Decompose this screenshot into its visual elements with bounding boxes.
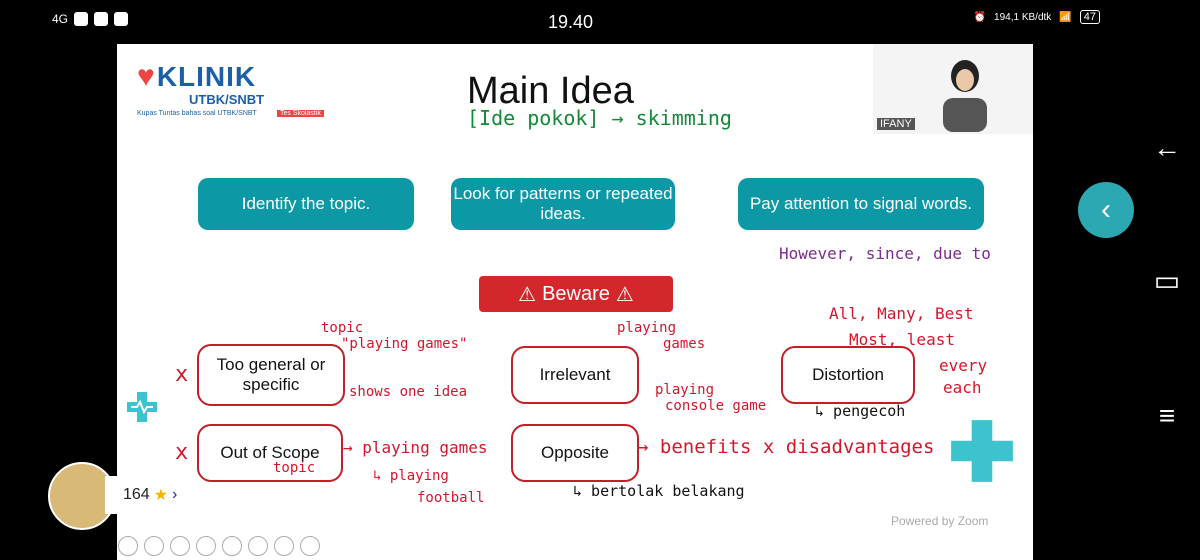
tip-text: Pay attention to signal words. xyxy=(749,194,973,213)
android-nav-bar: ← ▭ ≡ xyxy=(1134,44,1200,560)
note-topic: topic xyxy=(321,320,364,336)
slide-title: Main Idea xyxy=(467,70,634,112)
bottom-toolbar xyxy=(118,536,320,556)
tip-text: Look for patterns or repeated ideas. xyxy=(453,184,673,223)
reaction-counter[interactable]: 164 ★ › xyxy=(105,476,211,514)
powered-by-zoom: Powered by Zoom xyxy=(891,514,989,528)
note-shows-one-idea: shows one idea xyxy=(349,384,468,400)
note-playing-2: playing xyxy=(655,382,715,398)
tip-identify-topic: Identify the topic. xyxy=(198,178,414,230)
box-opposite: Opposite xyxy=(511,424,639,482)
toolbar-icon[interactable] xyxy=(118,536,138,556)
box-distortion: Distortion xyxy=(781,346,915,404)
medical-cross-icon xyxy=(127,392,157,422)
beware-label: Beware xyxy=(542,282,610,305)
logo-badge: Tes Skolastik xyxy=(277,110,324,117)
toolbar-icon[interactable] xyxy=(196,536,216,556)
status-time: 19.40 xyxy=(548,12,594,32)
shared-slide: ♥KLINIK UTBK/SNBT Kupas Tuntas bahas soa… xyxy=(117,44,1033,560)
box-label: Too general or specific xyxy=(216,355,326,394)
box-label: Out of Scope xyxy=(220,443,320,462)
toolbar-icon[interactable] xyxy=(222,536,242,556)
participant-name: IFANY xyxy=(877,118,915,130)
heart-icon: ♥ xyxy=(137,60,155,93)
note-bertolak: ↳ bertolak belakang xyxy=(573,482,745,500)
battery-indicator: 47 xyxy=(1079,10,1100,24)
note-console-game: console game xyxy=(665,398,767,414)
toolbar-icon[interactable] xyxy=(300,536,320,556)
tip-patterns: Look for patterns or repeated ideas. xyxy=(451,178,675,230)
star-icon: ★ xyxy=(153,487,169,504)
box-too-general: Too general or specific xyxy=(197,344,345,406)
note-each: each xyxy=(943,378,982,397)
note-playing-games-scope: → playing games xyxy=(343,438,488,457)
camera-feed[interactable]: IFANY xyxy=(873,44,1033,134)
warning-icon: ⚠ xyxy=(518,283,537,306)
note-playing: playing xyxy=(617,320,677,336)
back-arrow-icon[interactable]: ← xyxy=(1153,132,1181,163)
facebook-icon xyxy=(74,12,89,26)
presenter-avatar xyxy=(943,60,987,132)
x-mark: x xyxy=(175,440,189,465)
beware-banner: ⚠ Beware ⚠ xyxy=(479,276,673,312)
chevron-left-icon: ‹ xyxy=(1101,193,1111,226)
handwritten-subtitle: [Ide pokok] → skimming xyxy=(467,106,732,130)
network-label: 4G xyxy=(52,12,69,26)
note-topic-2: topic xyxy=(273,460,316,476)
note-all-many-best: All, Many, Best xyxy=(829,304,974,323)
box-label: Opposite xyxy=(540,443,610,462)
toolbar-icon[interactable] xyxy=(170,536,190,556)
klinik-logo: ♥KLINIK UTBK/SNBT Kupas Tuntas bahas soa… xyxy=(137,60,327,124)
x-mark: x xyxy=(175,362,189,387)
box-irrelevant: Irrelevant xyxy=(511,346,639,404)
logo-sub: UTBK/SNBT xyxy=(189,92,265,107)
tip-signal-words: Pay attention to signal words. xyxy=(738,178,984,230)
logo-tagline: Kupas Tuntas bahas soal UTBK/SNBT xyxy=(137,110,257,117)
status-left: 4G xyxy=(52,12,129,26)
tip-text: Identify the topic. xyxy=(241,194,371,213)
wifi-icon: 📶 xyxy=(1059,11,1072,23)
warning-icon: ⚠ xyxy=(615,283,634,306)
alarm-icon xyxy=(114,12,129,26)
note-pengecoh: ↳ pengecoh xyxy=(815,402,906,420)
home-icon[interactable]: ▭ xyxy=(1153,265,1181,296)
status-right: ⏰ 194,1 KB/dtk 📶 47 xyxy=(974,10,1100,24)
note-every: every xyxy=(939,356,988,375)
toolbar-icon[interactable] xyxy=(248,536,268,556)
reaction-count: 164 xyxy=(123,486,150,503)
toolbar-icon[interactable] xyxy=(144,536,164,556)
medical-cross-icon xyxy=(951,420,1013,482)
alarm-icon: ⏰ xyxy=(973,11,987,23)
toolbar-icon[interactable] xyxy=(274,536,294,556)
note-benefits: → benefits x disadvantages xyxy=(637,436,935,458)
status-bar: 4G 19.40 ⏰ 194,1 KB/dtk 📶 47 xyxy=(0,0,1200,44)
box-out-of-scope: Out of Scope xyxy=(197,424,343,482)
note-football: football xyxy=(417,490,485,506)
speed-label: 194,1 KB/dtk xyxy=(994,11,1052,23)
collapse-panel-button[interactable]: ‹ xyxy=(1078,182,1134,238)
menu-icon[interactable]: ≡ xyxy=(1158,400,1176,431)
chevron-right-icon: › xyxy=(172,486,178,503)
note-playing-3: ↳ playing xyxy=(373,468,449,484)
box-label: Irrelevant xyxy=(539,365,611,384)
logo-brand: KLINIK xyxy=(156,61,257,92)
note-most-least: Most, least xyxy=(849,330,955,349)
note-playing-games: "playing games" xyxy=(341,336,468,352)
box-label: Distortion xyxy=(812,365,884,384)
youtube-icon xyxy=(94,12,109,26)
signal-examples: However, since, due to xyxy=(779,244,991,263)
note-games: games xyxy=(663,336,706,352)
